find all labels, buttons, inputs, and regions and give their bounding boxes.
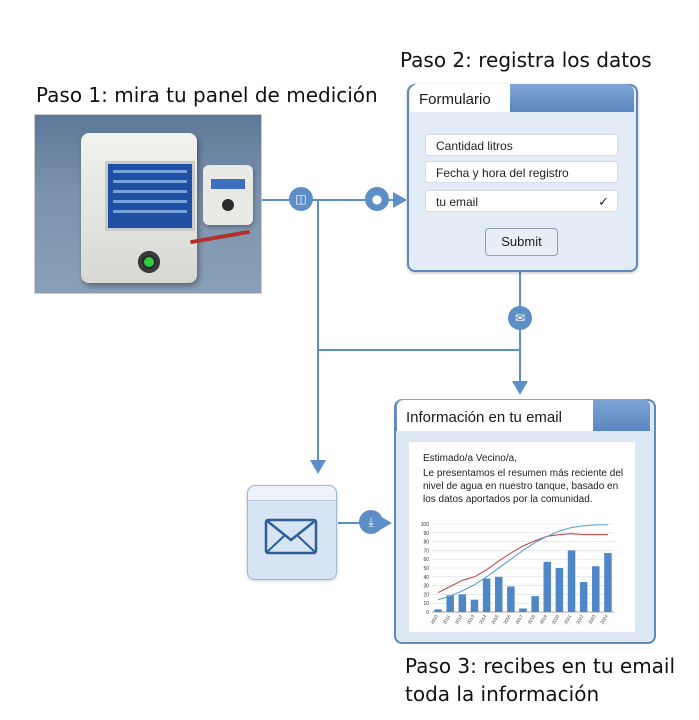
meter-sensor-module [203, 165, 253, 225]
large-envelope-icon [264, 518, 318, 555]
meter-panel-photo [34, 114, 262, 294]
y-tick-label: 50 [423, 566, 429, 572]
y-tick-label: 0 [426, 610, 429, 616]
x-tick-label: 2014 [478, 614, 488, 626]
x-tick-label: 2021 [563, 614, 573, 626]
bar [482, 578, 491, 612]
bar [434, 609, 442, 612]
bar [555, 568, 564, 612]
email-field[interactable]: tu email ✓ [425, 190, 618, 212]
envelope-icon: ✉ [508, 306, 532, 330]
step-1-title: Paso 1: mira tu panel de medición [36, 83, 378, 107]
y-tick-label: 90 [423, 531, 429, 537]
y-tick-label: 80 [423, 540, 429, 546]
bag-icon: ◫ [289, 187, 313, 211]
bar [494, 576, 503, 612]
bar [519, 608, 527, 612]
x-tick-label: 2012 [454, 614, 464, 626]
bar [604, 553, 612, 612]
trend-line [437, 533, 608, 594]
bar [458, 594, 467, 612]
x-tick-label: 2017 [515, 614, 525, 626]
step-2-title: Paso 2: registra los datos [400, 48, 652, 72]
datetime-field-label: Fecha y hora del registro [436, 166, 569, 180]
email-body-text: Le presentamos el resumen más reciente d… [423, 468, 624, 505]
y-tick-label: 10 [423, 601, 429, 607]
email-title: Información en tu email [397, 400, 593, 431]
x-tick-label: 2019 [539, 614, 549, 626]
email-greeting: Estimado/a Vecino/a, [423, 453, 517, 464]
bar [531, 596, 539, 612]
x-tick-label: 2023 [587, 614, 597, 626]
datetime-field[interactable]: Fecha y hora del registro [425, 161, 618, 183]
y-tick-label: 30 [423, 584, 429, 590]
bar [470, 599, 479, 612]
x-tick-label: 2011 [442, 614, 451, 625]
bar [567, 550, 576, 612]
bar [543, 561, 552, 612]
step-3-title: Paso 3: recibes en tu email toda la info… [405, 654, 676, 706]
check-icon: ✓ [598, 194, 609, 209]
bar [592, 566, 600, 612]
liters-field[interactable]: Cantidad litros [425, 134, 618, 156]
x-tick-label: 2020 [551, 614, 561, 626]
x-tick-label: 2018 [527, 614, 537, 626]
trend-line [437, 524, 608, 601]
y-tick-label: 100 [421, 522, 430, 528]
mic-icon: ● [365, 187, 389, 211]
x-tick-label: 2010 [430, 614, 440, 626]
envelope-card [247, 485, 337, 580]
form-title: Formulario [410, 84, 510, 112]
email-field-label: tu email [436, 195, 479, 209]
email-message: Estimado/a Vecino/a, Le presentamos el r… [423, 452, 628, 508]
y-tick-label: 20 [423, 592, 429, 598]
bar [579, 582, 588, 612]
meter-enclosure [81, 133, 197, 283]
submit-button[interactable]: Submit [485, 228, 558, 256]
x-tick-label: 2015 [490, 614, 500, 626]
liters-field-label: Cantidad litros [436, 139, 513, 153]
bar [446, 595, 454, 612]
y-tick-label: 40 [423, 575, 429, 581]
y-tick-label: 60 [423, 557, 429, 563]
meter-screen [105, 161, 195, 231]
y-tick-label: 70 [423, 548, 429, 554]
x-tick-label: 2024 [599, 614, 609, 626]
download-icon: ⤓ [359, 510, 383, 534]
bar [507, 586, 515, 612]
x-tick-label: 2013 [466, 614, 476, 626]
x-tick-label: 2016 [502, 614, 512, 626]
meter-button [138, 251, 160, 273]
x-tick-label: 2022 [575, 614, 585, 626]
